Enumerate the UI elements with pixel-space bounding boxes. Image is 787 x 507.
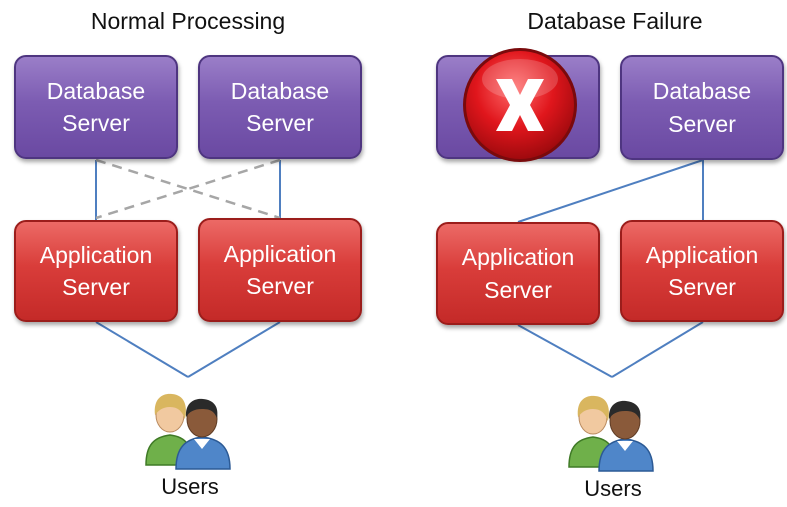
left-panel-title: Normal Processing [90, 8, 286, 34]
users-label: Users [161, 474, 219, 499]
users-icon [145, 393, 231, 470]
database-server: Database Server [620, 55, 784, 160]
right-panel-title: Database Failure [527, 8, 703, 34]
database-server: Database Server [14, 55, 178, 159]
application-server: Application Server [436, 222, 600, 325]
users-icon [568, 395, 654, 472]
application-server-label: Application Server [645, 241, 759, 300]
database-server-label: Database Server [46, 77, 146, 136]
standby-connection-line [95, 158, 281, 220]
connection-line [517, 159, 704, 223]
connection-line [611, 321, 704, 378]
database-server-label: Database Server [230, 77, 330, 136]
connection-line [187, 321, 281, 378]
connection-line [517, 324, 613, 378]
database-server: Database Server [198, 55, 362, 159]
standby-connection-line [95, 158, 281, 220]
connection-line [95, 321, 189, 378]
application-server-label: Application Server [461, 244, 575, 303]
users-label: Users [584, 476, 642, 501]
application-server-label: Application Server [39, 241, 153, 300]
application-server-label: Application Server [223, 240, 337, 299]
application-server: Application Server [14, 220, 178, 322]
database-server-label: Database Server [652, 78, 752, 137]
application-server: Application Server [620, 220, 784, 322]
application-server: Application Server [198, 218, 362, 322]
x-circle-icon [463, 48, 577, 162]
